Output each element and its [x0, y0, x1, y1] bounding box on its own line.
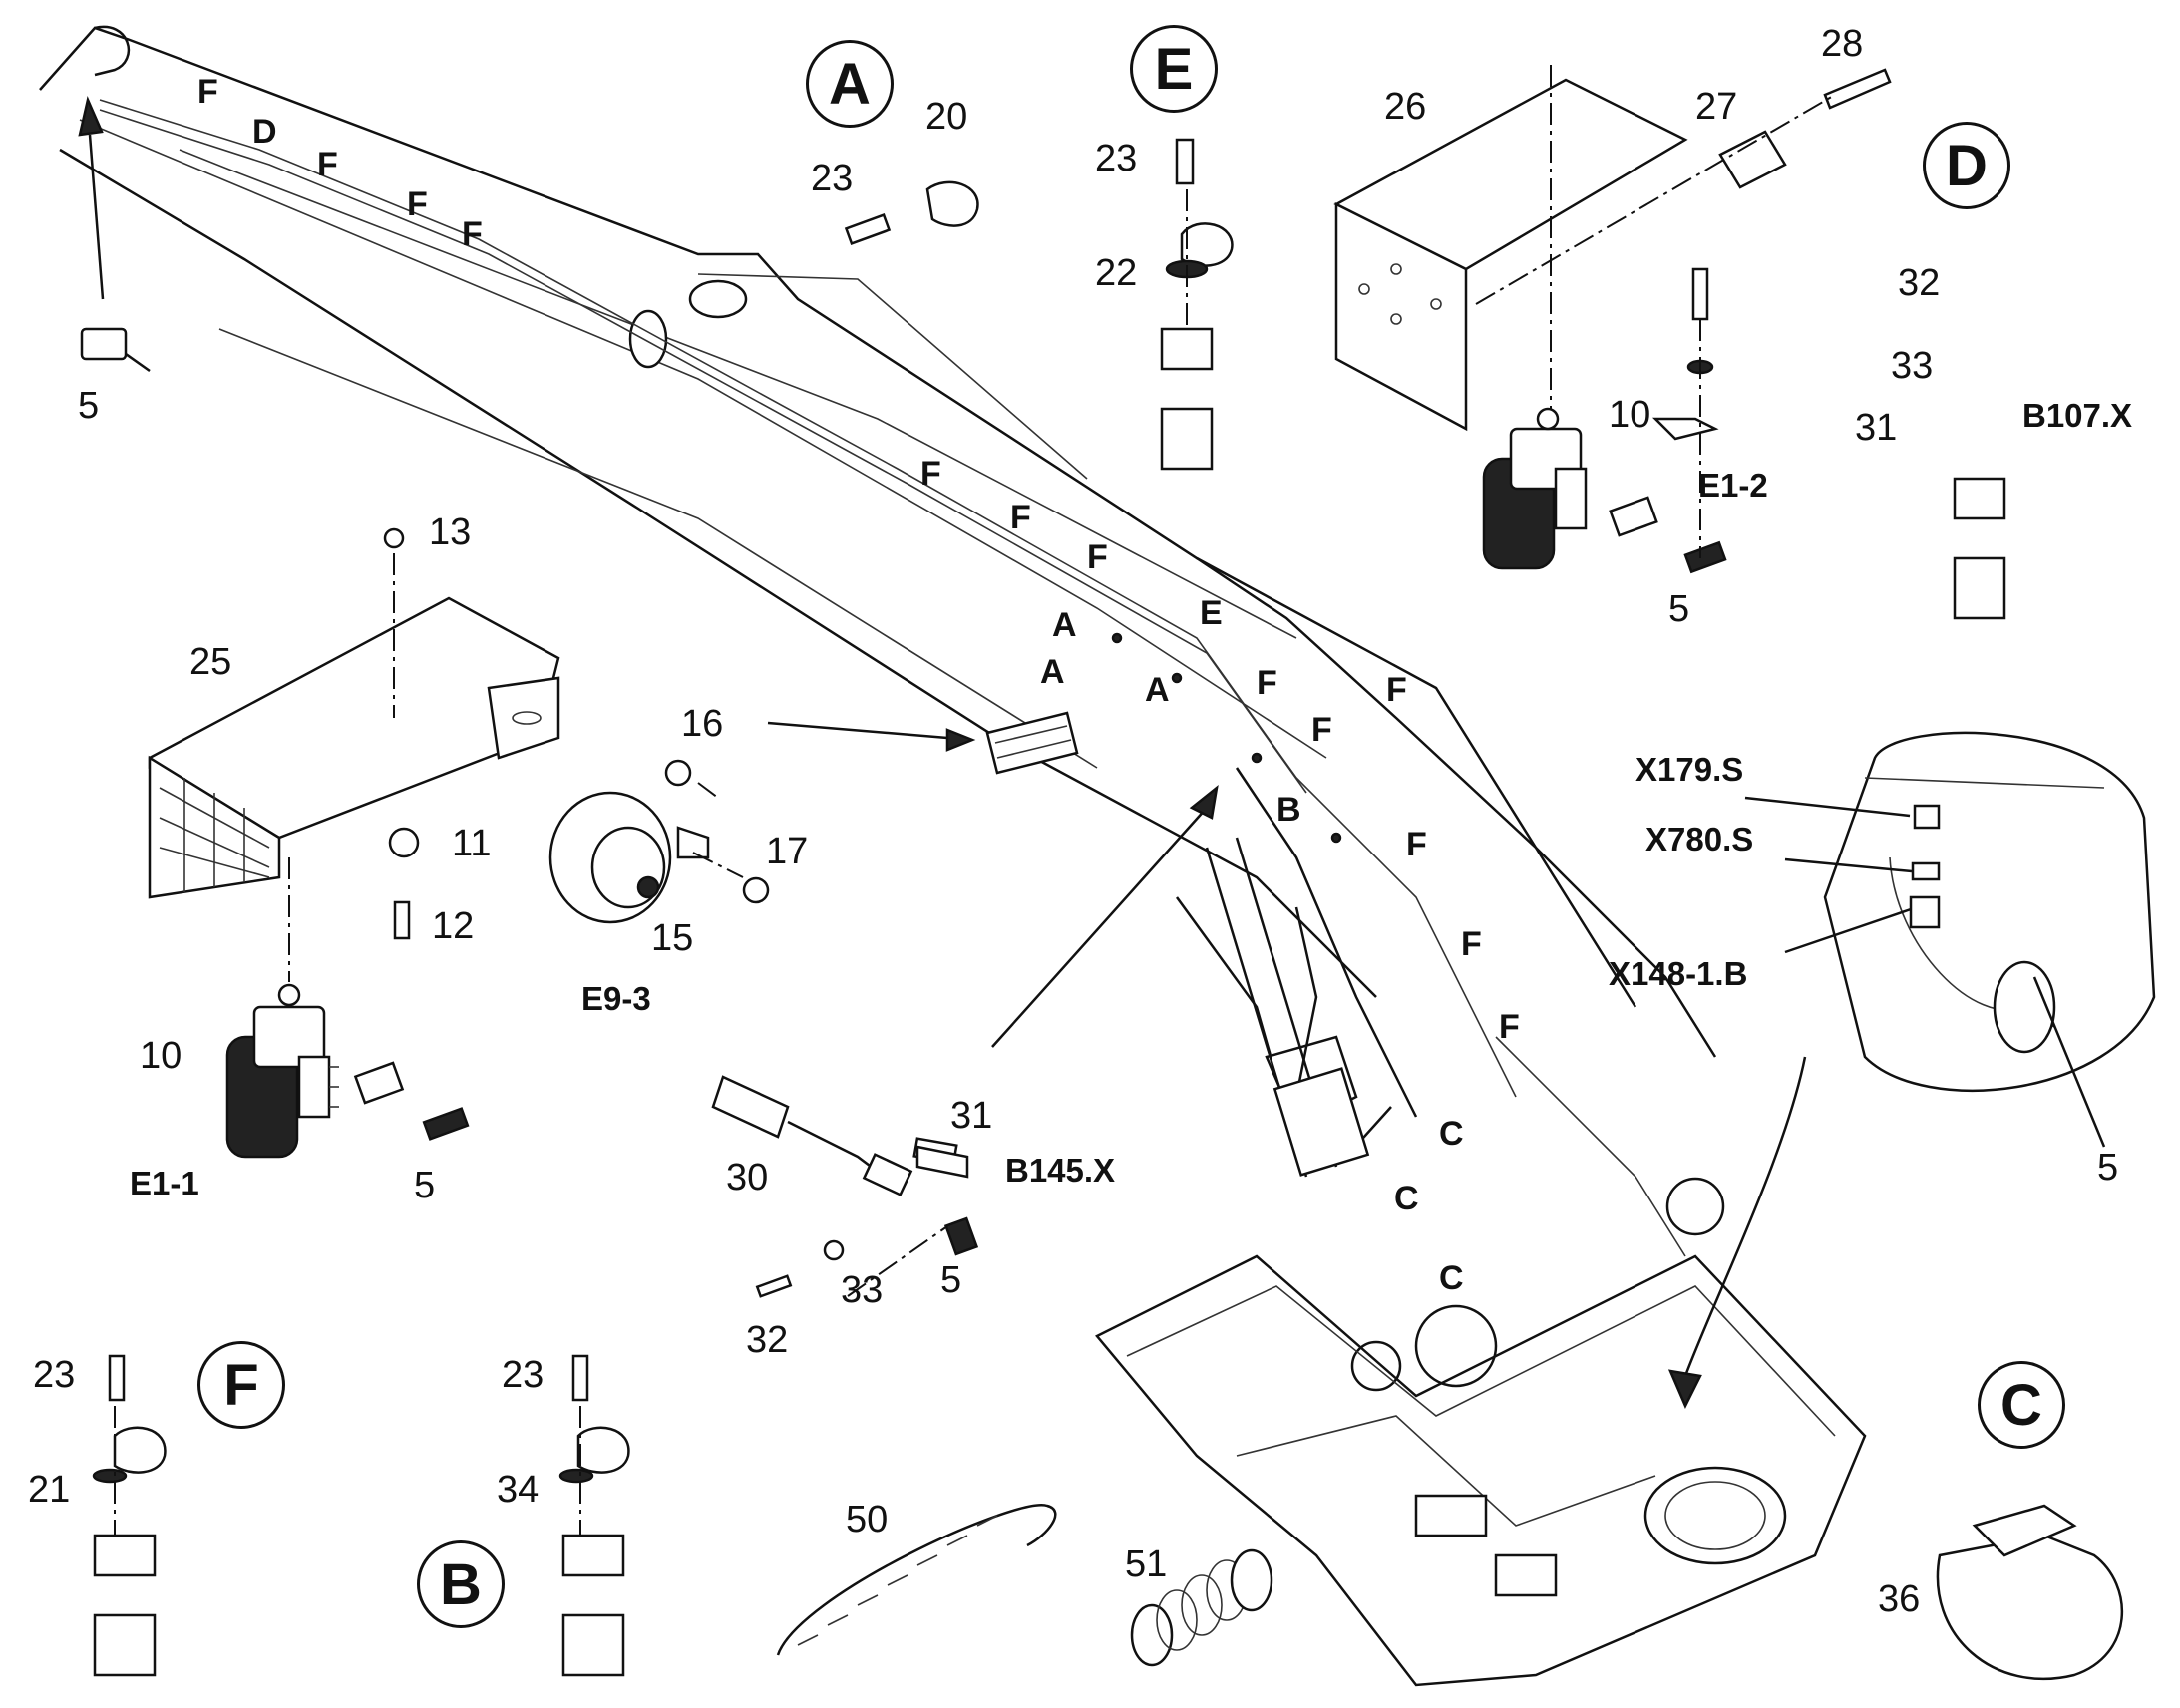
label-b107: B107.X: [2022, 397, 2133, 434]
marker-f: F: [197, 73, 218, 111]
callout-30: 30: [726, 1157, 769, 1198]
horn-e9-3: [548, 759, 770, 924]
callout-20: 20: [925, 96, 968, 138]
marker-f: F: [920, 455, 941, 493]
spiral-wrap-50: [776, 1504, 1057, 1656]
marker-a: A: [1052, 606, 1077, 644]
label-b145: B145.X: [1005, 1152, 1116, 1189]
marker-c: C: [1394, 1180, 1419, 1217]
hydraulic-cylinder: [1205, 837, 1370, 1178]
detail-view-B: B: [417, 1540, 505, 1628]
marker-f: F: [1257, 664, 1277, 702]
label-e1-1: E1-1: [130, 1165, 199, 1201]
callout-10-left: 10: [140, 1035, 182, 1077]
label-x148: X148-1.B: [1609, 955, 1748, 992]
detail-view-D: D: [1923, 122, 2010, 209]
callout-23-b: 23: [502, 1354, 545, 1396]
label-e1-2: E1-2: [1698, 467, 1768, 504]
marker-f: F: [1386, 671, 1407, 709]
bracket-26: [1333, 78, 1688, 432]
callout-51: 51: [1125, 1543, 1168, 1585]
callout-5-inset: 5: [2097, 1147, 2119, 1189]
wiring-harness: [99, 99, 1517, 1098]
callout-5-b145: 5: [940, 1259, 962, 1301]
small-parts: [80, 68, 2006, 1677]
callout-32-b145: 32: [746, 1319, 789, 1361]
callout-28: 28: [1821, 23, 1864, 65]
callout-31-b145: 31: [950, 1095, 993, 1137]
callout-31-d: 31: [1855, 407, 1898, 449]
inset-detail-circle: [1823, 731, 2156, 1092]
marker-f: F: [1010, 499, 1031, 536]
boom-arm: [39, 25, 1637, 1008]
callout-23-a: 23: [811, 158, 854, 199]
marker-f: F: [1311, 711, 1332, 749]
marker-a: A: [1040, 653, 1065, 691]
marker-c: C: [1439, 1259, 1464, 1297]
label-x179: X179.S: [1635, 751, 1744, 788]
marker-c: C: [1439, 1115, 1464, 1153]
marker-a: A: [1145, 671, 1170, 709]
callout-21: 21: [28, 1469, 71, 1511]
beacon-16: [985, 711, 1079, 775]
marker-f: F: [407, 185, 428, 223]
detail-view-E: E: [1130, 25, 1218, 113]
callout-5-top: 5: [78, 385, 100, 427]
callout-32-d: 32: [1898, 262, 1941, 304]
label-e9-3: E9-3: [581, 980, 651, 1017]
callout-36: 36: [1878, 1578, 1921, 1620]
marker-b: B: [1276, 791, 1301, 829]
callout-10-right: 10: [1609, 394, 1651, 436]
marker-f: F: [1499, 1008, 1520, 1046]
detail-view-A: A: [806, 40, 894, 128]
callout-15: 15: [651, 917, 694, 959]
strap-36: [1936, 1504, 2124, 1681]
callout-33-d: 33: [1891, 345, 1934, 387]
spring-51: [1130, 1548, 1273, 1667]
callout-33-b145: 33: [841, 1269, 884, 1311]
work-light-e1-2: [1482, 407, 1727, 574]
callout-17: 17: [766, 831, 809, 872]
callout-50: 50: [846, 1499, 889, 1540]
callout-11: 11: [452, 823, 492, 864]
callout-5-e1-2: 5: [1668, 588, 1690, 630]
marker-f: F: [1461, 925, 1482, 963]
marker-f: F: [1087, 538, 1108, 576]
callout-22: 22: [1095, 252, 1138, 294]
callout-5-e1-1: 5: [414, 1165, 436, 1206]
callout-12: 12: [432, 905, 475, 947]
label-x780: X780.S: [1645, 821, 1754, 857]
leader-lines: [78, 65, 2106, 1536]
callout-26: 26: [1384, 86, 1427, 128]
base-frame: [1095, 1254, 1867, 1687]
marker-e: E: [1200, 594, 1223, 632]
detail-view-F: F: [197, 1341, 285, 1429]
marker-f: F: [1406, 826, 1427, 863]
callout-23-f: 23: [33, 1354, 76, 1396]
callout-16: 16: [681, 703, 724, 745]
callout-27: 27: [1695, 86, 1738, 128]
marker-d: D: [252, 113, 277, 151]
callout-25: 25: [189, 641, 232, 683]
callout-23-e: 23: [1095, 138, 1138, 179]
callout-34: 34: [497, 1469, 540, 1511]
marker-f: F: [462, 215, 483, 253]
marker-f: F: [317, 146, 338, 183]
work-light-e1-1: [225, 983, 470, 1159]
detail-view-C: C: [1978, 1361, 2065, 1449]
bracket-25: [148, 596, 560, 899]
callout-13: 13: [429, 512, 472, 553]
